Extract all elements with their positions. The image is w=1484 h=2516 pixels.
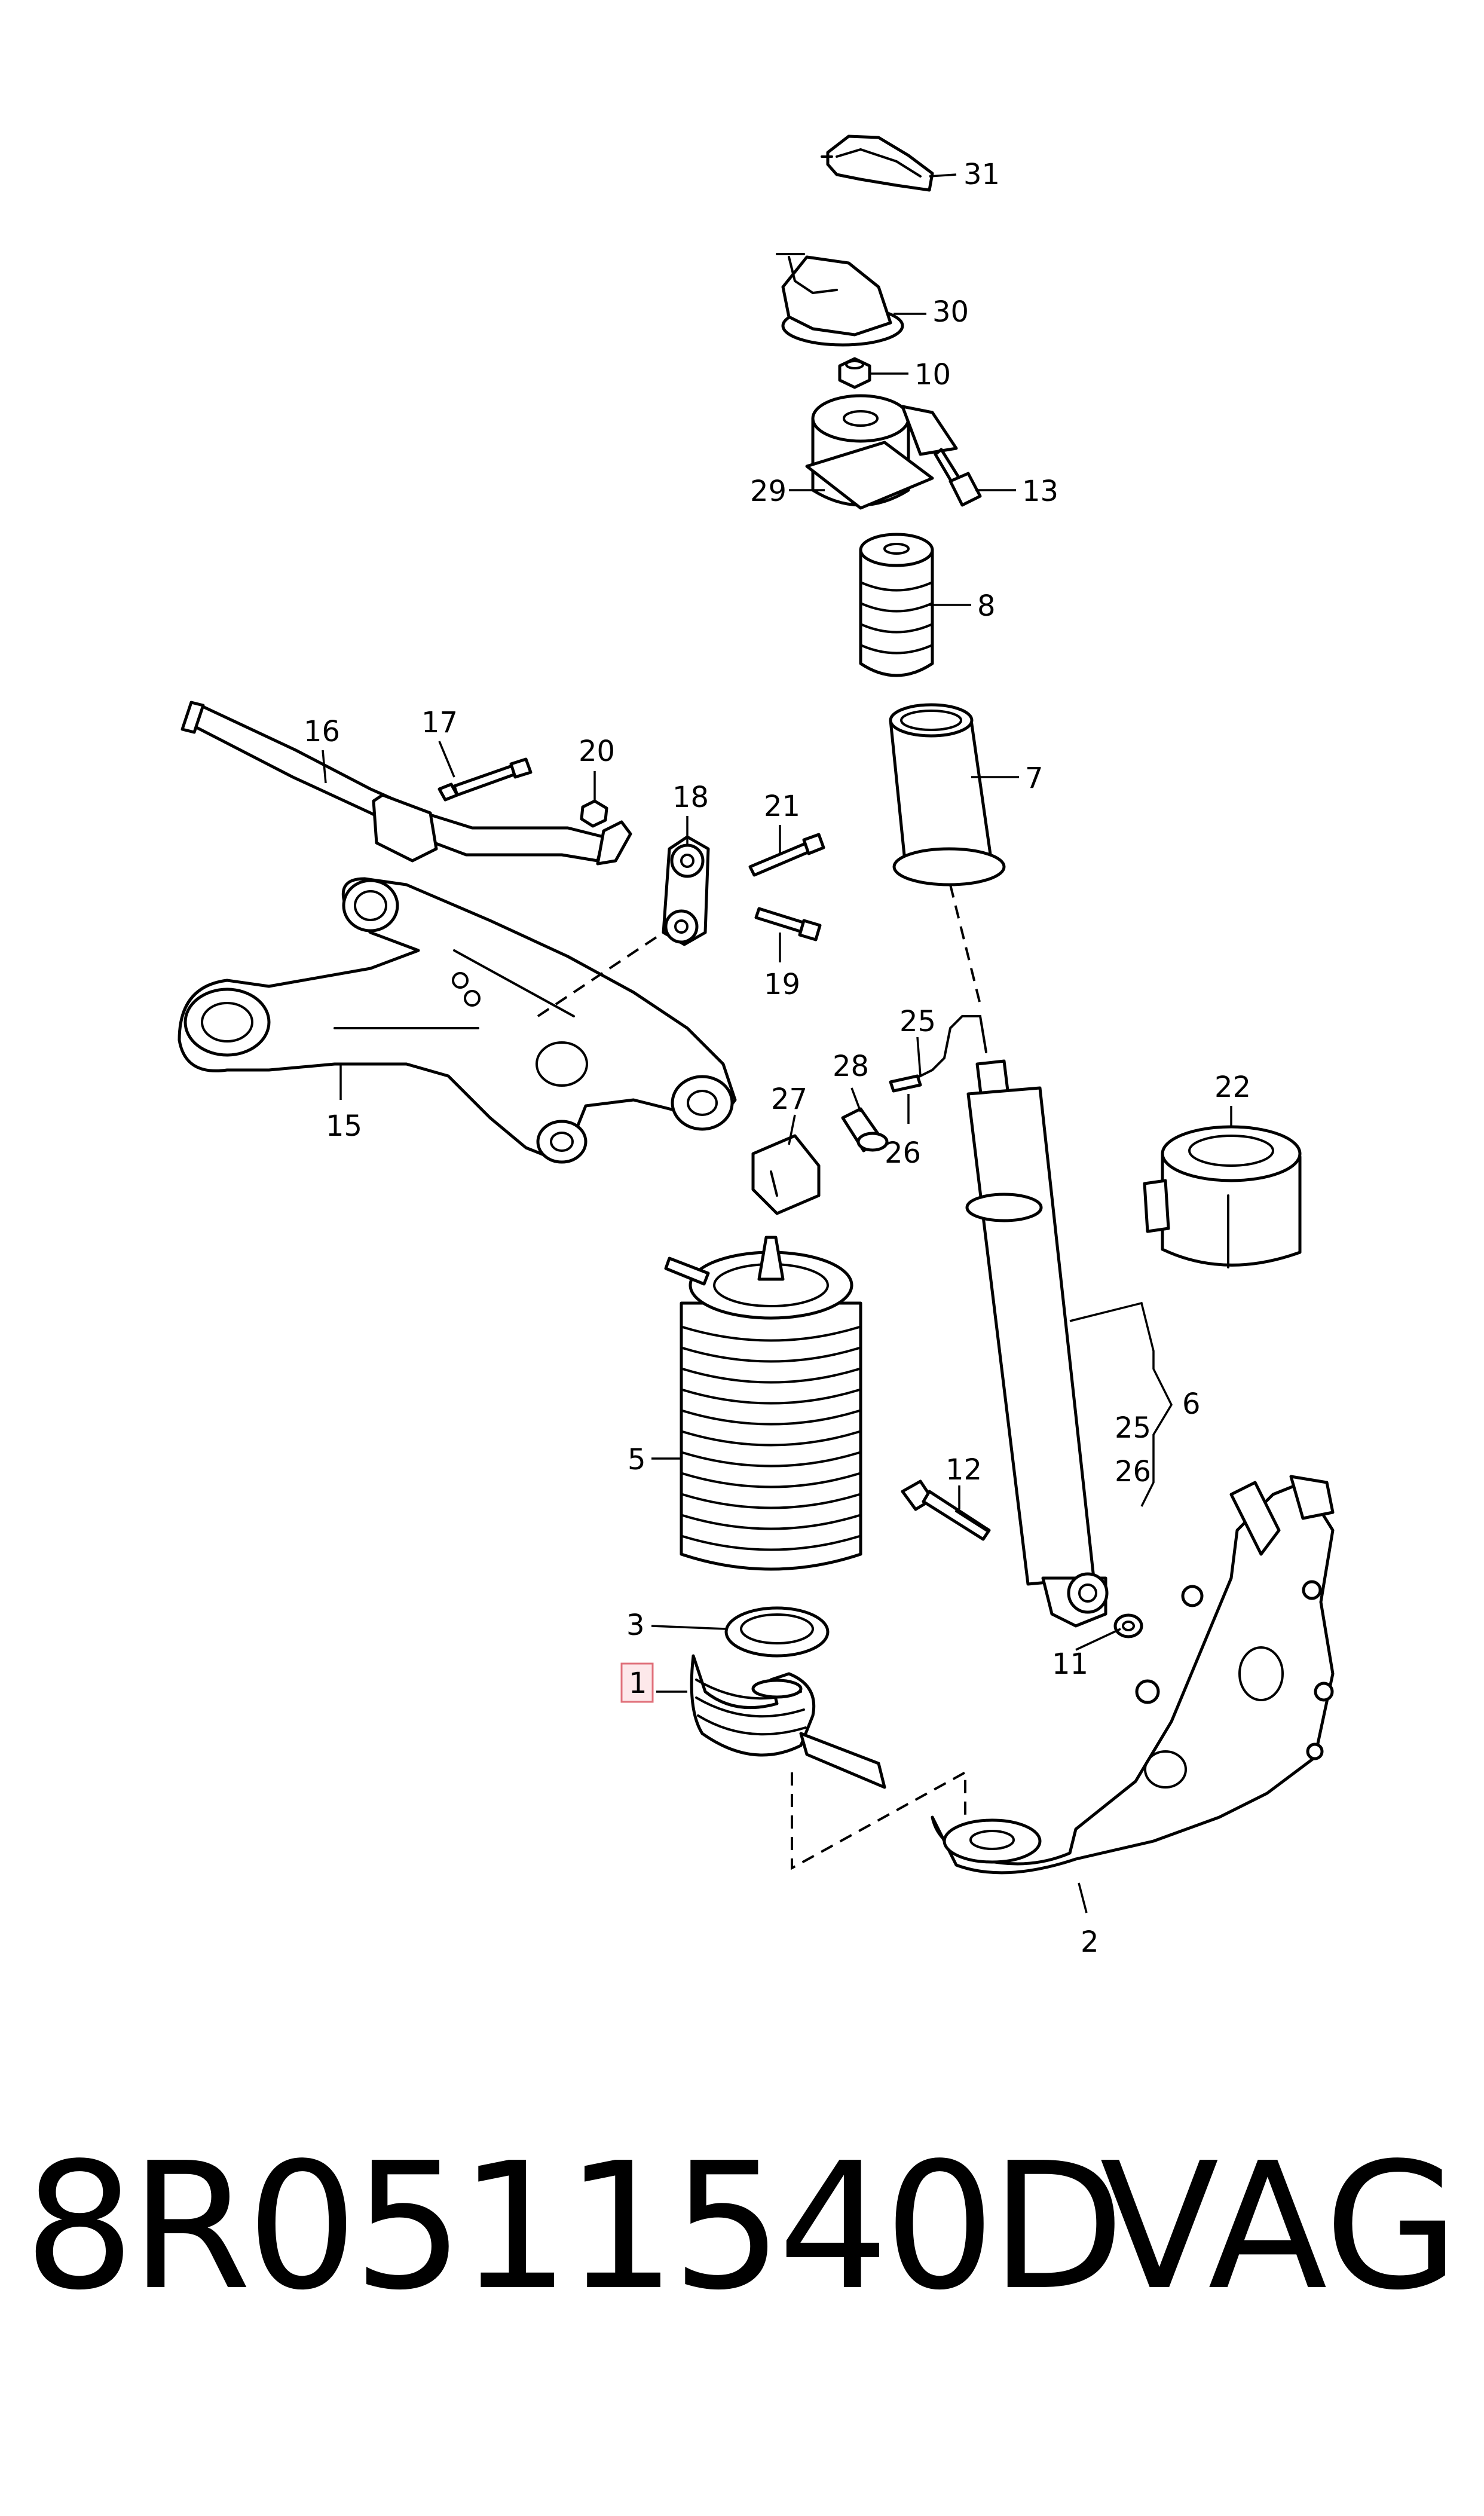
callout-5: 5 — [628, 1443, 646, 1476]
part-31-bracket — [821, 134, 934, 192]
part-30-mount-cap — [776, 253, 904, 347]
part-18-coupling-link — [662, 835, 710, 946]
callout-16: 16 — [304, 715, 340, 748]
callout-7: 7 — [1025, 762, 1044, 795]
footer: 8R0511540D VAG — [24, 2125, 1459, 2328]
part-5-air-bellows — [664, 1236, 862, 1571]
callout-1: 1 — [629, 1667, 647, 1700]
part-25-sensor-wire — [889, 1015, 987, 1093]
callout-6-sub-26: 26 — [1115, 1455, 1151, 1488]
callout-leaders — [322, 173, 1232, 1913]
part-11-washer — [1113, 1613, 1143, 1638]
callout-27: 27 — [771, 1083, 807, 1116]
part-2-wheel-carrier — [931, 1475, 1335, 1875]
callout-2: 2 — [1081, 1925, 1099, 1959]
link-dashed-line — [537, 931, 665, 1017]
alignment-dashed-line — [791, 1770, 966, 1870]
callout-13: 13 — [1022, 475, 1058, 508]
part-1-spring-plate — [690, 1654, 886, 1789]
callout-30: 30 — [932, 295, 969, 329]
callout-22: 22 — [1214, 1071, 1251, 1104]
callout-28: 28 — [833, 1050, 869, 1083]
callout-26: 26 — [885, 1136, 921, 1170]
part-13-bolt — [934, 448, 982, 507]
part-21-bolt — [748, 833, 825, 877]
callout-20: 20 — [579, 735, 615, 768]
part-22-cover — [1143, 1125, 1302, 1268]
callout-18: 18 — [672, 781, 709, 814]
part-7-dust-boot — [889, 703, 1006, 886]
callout-10: 10 — [914, 358, 951, 392]
callout-labels: 1 2 3 5 6 7 8 10 11 12 13 15 16 17 18 19… — [304, 158, 1251, 1959]
part-15-control-arm — [178, 877, 737, 1164]
part-29-shock-mount — [805, 394, 958, 510]
callout-3: 3 — [626, 1609, 645, 1642]
callout-6-sub-25: 25 — [1115, 1411, 1151, 1445]
part-8-bump-stop — [859, 533, 934, 677]
part-20-nut — [580, 799, 608, 828]
part-12-bolt — [901, 1479, 991, 1541]
callout-12: 12 — [946, 1453, 982, 1487]
callout-31: 31 — [963, 158, 1000, 191]
callout-6: 6 — [1182, 1387, 1201, 1421]
part-6-shock-absorber — [949, 884, 1109, 1628]
callout-1-highlight — [620, 1662, 654, 1703]
part-19-bolt — [754, 907, 822, 941]
part-3-seat-ring — [724, 1606, 830, 1658]
callout-8: 8 — [977, 589, 996, 623]
part-number: 8R0511540D — [24, 2125, 1125, 2328]
callout-15: 15 — [326, 1109, 362, 1143]
callout-29: 29 — [750, 475, 787, 508]
callout-11: 11 — [1052, 1647, 1088, 1681]
part-16-stabilizer-bar — [180, 701, 632, 866]
brand-name: VAG — [1100, 2125, 1459, 2328]
suspension-exploded-diagram: 1 2 3 5 6 7 8 10 11 12 13 15 16 17 18 19… — [178, 134, 1335, 1959]
part-10-nut — [838, 357, 871, 389]
callout-19: 19 — [764, 968, 800, 1001]
part-17-bolt — [437, 757, 533, 802]
part-27-connector — [751, 1134, 821, 1215]
callout-25: 25 — [899, 1005, 936, 1038]
part-28-plug — [841, 1107, 889, 1152]
callout-21: 21 — [764, 790, 800, 823]
callout-17: 17 — [421, 706, 458, 739]
